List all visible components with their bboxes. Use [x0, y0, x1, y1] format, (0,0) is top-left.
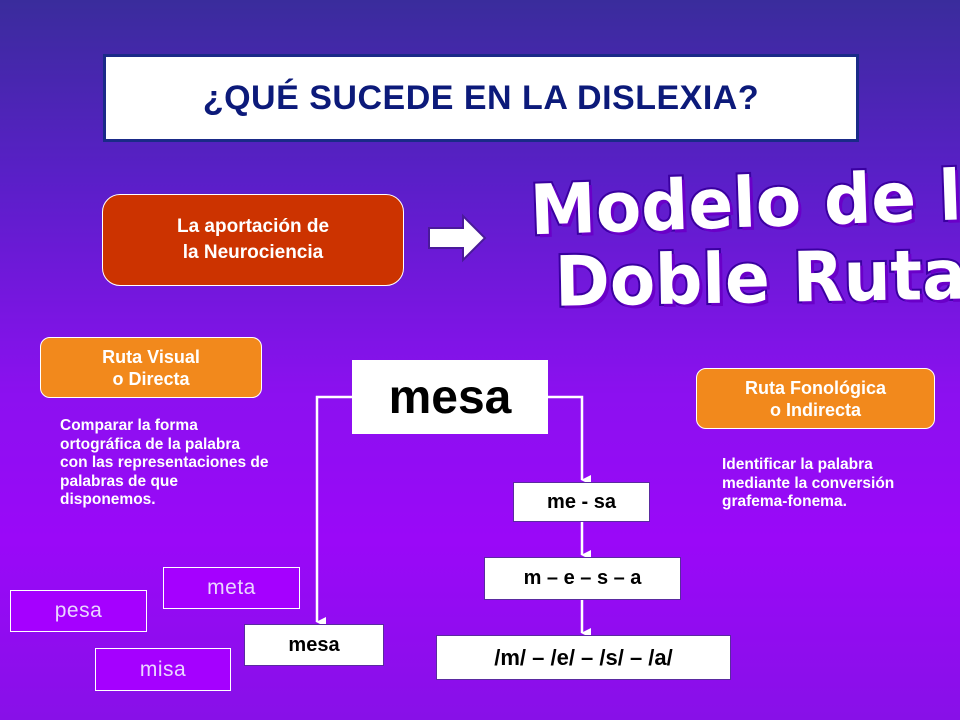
- phonological-route-description: Identificar la palabra mediante la conve…: [722, 456, 895, 510]
- visual-route-connector: [315, 395, 352, 627]
- visual-route-description: Comparar la forma ortográfica de la pala…: [60, 417, 269, 508]
- neuroscience-line1: La aportación de: [176, 216, 330, 237]
- lexicon-word-pesa: pesa: [10, 590, 147, 632]
- phonological-route-connector: [548, 395, 591, 485]
- lexicon-word-match: mesa: [244, 624, 384, 666]
- lexicon-word-meta: meta: [163, 567, 300, 609]
- phonological-route-line2: o Indirecta: [769, 399, 862, 420]
- visual-route-line1: Ruta Visual: [102, 346, 200, 367]
- grapheme-split-box: m – e – s – a: [484, 557, 681, 600]
- right-arrow-icon: [428, 213, 487, 263]
- input-word: mesa: [352, 360, 548, 434]
- lexicon-word-misa: misa: [95, 648, 231, 691]
- visual-route-box: Ruta Visual o Directa: [40, 337, 262, 398]
- phonological-route-line1: Ruta Fonológica: [745, 377, 886, 398]
- visual-route-line2: o Directa: [112, 368, 190, 389]
- neuroscience-line2: la Neurociencia: [182, 242, 324, 263]
- neuroscience-box: La aportación de la Neurociencia: [102, 194, 404, 286]
- phoneme-split-box: /m/ – /e/ – /s/ – /a/: [436, 635, 731, 680]
- syllable-split-box: me - sa: [513, 482, 650, 522]
- phonological-route-box: Ruta Fonológica o Indirecta: [696, 368, 935, 429]
- slide-title: ¿QUÉ SUCEDE EN LA DISLEXIA?: [103, 54, 859, 142]
